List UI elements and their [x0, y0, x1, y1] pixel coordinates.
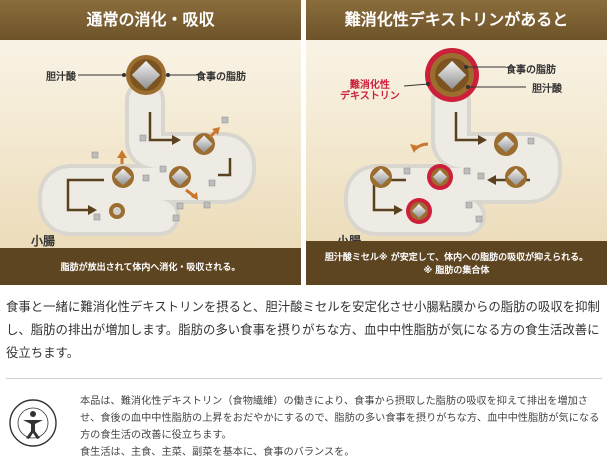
label-dietary-fat: 食事の脂肪 — [196, 72, 246, 83]
notice-block: 本品は、難消化性デキストリン（食物繊維）の働きにより、食事から摂取した脂肪の吸収… — [80, 393, 602, 461]
released-fat-squares — [91, 116, 229, 222]
fat-particle-dextrin — [406, 198, 432, 224]
flow-arrow — [454, 112, 478, 142]
panel-title: 難消化性デキストリンがあると — [306, 0, 607, 40]
fat-particle — [193, 133, 215, 155]
label-dextrin: 難消化性 デキストリン — [340, 80, 400, 102]
caption-text: 脂肪が放出されて体内へ消化・吸収される。 — [60, 263, 241, 273]
notice-line2: 食生活は、主食、主菜、副菜を基本に、食事のバランスを。 — [80, 447, 355, 458]
label-bile-acid: 胆汁酸 — [532, 84, 562, 95]
label-small-intestine: 小腸 — [31, 234, 56, 248]
description-text: 食事と一緒に難消化性デキストリンを摂ると、胆汁酸ミセルを安定化させ小腸粘膜からの… — [6, 299, 600, 360]
panel-title: 通常の消化・吸収 — [0, 0, 301, 40]
normal-digestion-diagram — [38, 55, 256, 236]
caption-line2: ※ 脂肪の集合体 — [423, 266, 490, 276]
panel-caption: 脂肪が放出されて体内へ消化・吸収される。 — [0, 248, 301, 285]
dextrin-panel: 難消化性デキストリンがあると — [306, 0, 607, 285]
fat-particle — [112, 166, 134, 188]
absorption-arrow — [117, 150, 127, 158]
label-bile-acid: 胆汁酸 — [46, 72, 76, 83]
flow-arrow — [148, 112, 172, 142]
fat-particle — [109, 203, 125, 219]
label-dextrin-line2: デキストリン — [340, 91, 400, 102]
divider — [6, 378, 602, 379]
fat-particle — [370, 166, 392, 188]
notice-line1: 本品は、難消化性デキストリン（食物繊維）の働きにより、食事から摂取した脂肪の吸収… — [80, 396, 600, 441]
dextrin-digestion-diagram — [344, 48, 562, 236]
bile-acid-micelle — [126, 55, 166, 95]
fat-particle-dextrin — [427, 164, 453, 190]
tokuho-mark-icon — [9, 399, 57, 447]
fat-particle — [169, 166, 191, 188]
normal-digestion-panel: 通常の消化・吸収 — [0, 0, 301, 285]
fat-particle — [505, 166, 527, 188]
label-dietary-fat: 食事の脂肪 — [506, 65, 556, 76]
stabilized-micelle — [425, 48, 479, 102]
fat-squares — [403, 137, 535, 223]
panel-caption: 胆汁酸ミセル※ が安定して、体内への脂肪の吸収が抑えられる。 ※ 脂肪の集合体 — [306, 241, 607, 285]
caption-line1: 胆汁酸ミセル※ が安定して、体内への脂肪の吸収が抑えられる。 — [324, 253, 589, 263]
label-dextrin-line1: 難消化性 — [349, 80, 390, 91]
fat-particle — [494, 132, 518, 156]
